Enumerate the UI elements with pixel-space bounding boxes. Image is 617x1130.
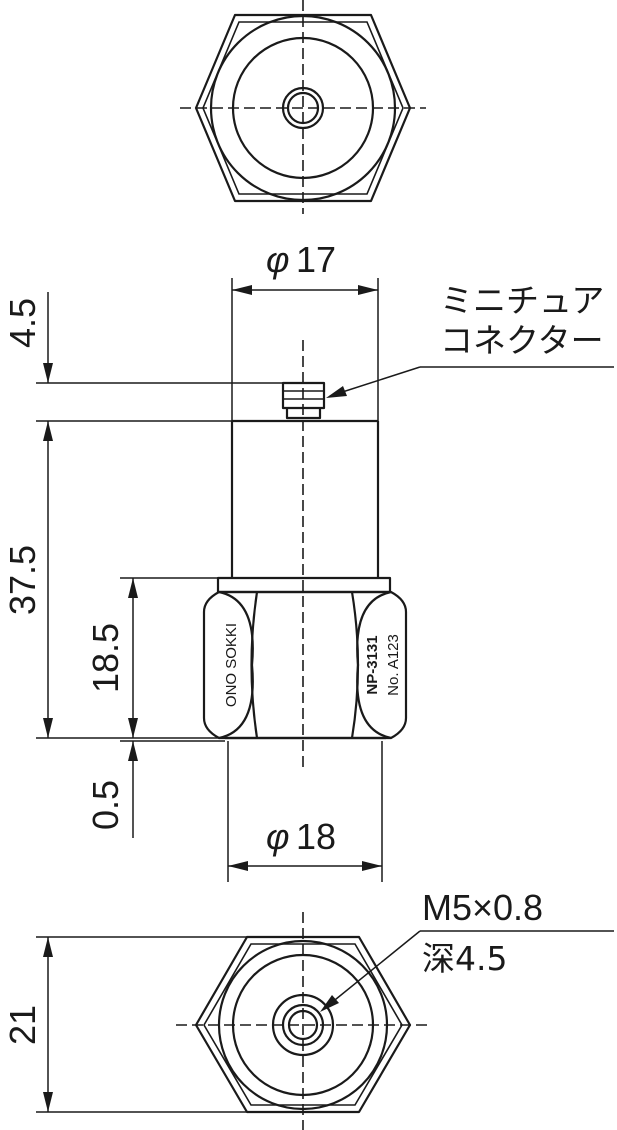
dimension-4-5: 4.5 xyxy=(2,292,283,738)
bottom-view xyxy=(176,912,430,1130)
dim-label-phi-17: 17 xyxy=(296,239,336,280)
dim-label-18-5: 18.5 xyxy=(85,623,126,693)
side-view: ONO SOKKI NP-3131 No. A123 xyxy=(202,340,408,770)
connector-label-line1: ミニチュア xyxy=(440,281,604,320)
dim-label-0-5: 0.5 xyxy=(85,780,126,830)
serial-engraving: No. A123 xyxy=(385,634,402,696)
dim-label-phi-18: 18 xyxy=(296,816,336,857)
connector-label-line2: コネクター xyxy=(440,321,604,360)
bottom-view-hex-inner xyxy=(203,943,403,1106)
dimension-0-5: 0.5 xyxy=(85,740,225,838)
dimension-phi-17: φ 17 xyxy=(231,239,379,421)
sensor-upper-body xyxy=(230,419,380,578)
dimension-37-5: 37.5 xyxy=(2,545,219,739)
phi-symbol-bottom: φ xyxy=(266,816,289,857)
dimension-21: 21 xyxy=(2,936,247,1113)
brand-engraving: ONO SOKKI xyxy=(223,623,240,707)
thread-label-line1: M5×0.8 xyxy=(422,887,543,928)
top-view xyxy=(180,0,426,214)
thread-label-line2: 深4.5 xyxy=(422,939,507,978)
dim-label-37-5: 37.5 xyxy=(2,545,43,615)
dim-label-4-5: 4.5 xyxy=(2,298,43,348)
dim-label-21: 21 xyxy=(2,1005,43,1045)
hex-nut-face-right-b xyxy=(356,590,392,740)
sensor-flange xyxy=(216,576,392,594)
dimension-phi-18: φ 18 xyxy=(227,741,383,882)
connector-callout: ミニチュア コネクター xyxy=(326,281,614,398)
phi-symbol-top: φ xyxy=(266,239,289,280)
hex-nut-face-left-b xyxy=(250,591,259,739)
thread-callout: M5×0.8 深4.5 xyxy=(320,887,614,1012)
dimension-18-5: 18.5 xyxy=(85,577,218,738)
model-engraving: NP-3131 xyxy=(364,635,381,694)
